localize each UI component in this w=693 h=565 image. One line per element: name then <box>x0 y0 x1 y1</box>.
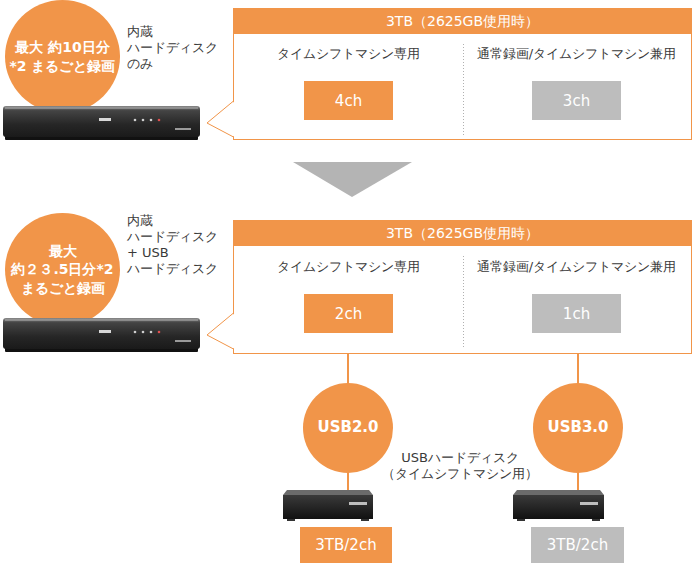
panel-header: 3TB（2625GB使用時） <box>234 221 691 246</box>
cable-connector <box>577 354 579 383</box>
hdd-front <box>513 495 604 519</box>
recorder-button <box>142 119 145 122</box>
highlight-circle: 最大 約10日分*2 まるごと録画 <box>5 0 120 113</box>
highlight-circle: 最大 約２３.5日分*2 まるごと録画 <box>5 213 120 326</box>
circle-fill <box>303 383 393 473</box>
bubble-pointer <box>207 313 234 349</box>
bubble-pointer <box>207 101 234 137</box>
recorder-button <box>134 331 137 334</box>
hdd-foot <box>517 519 525 521</box>
hdd-logo <box>580 502 598 505</box>
recorder-highlight <box>5 107 198 109</box>
circle-text: 最大 約２３.5日分*2 まるごと録画 <box>5 213 120 326</box>
circle-shape <box>5 0 120 113</box>
circle-fill <box>5 0 120 113</box>
channel-text: 4ch <box>304 81 393 120</box>
hdd-foot <box>287 519 295 521</box>
recorder-illustration <box>3 106 200 140</box>
channel-text: 1ch <box>532 294 621 333</box>
recorder-button <box>150 119 153 122</box>
channel-text: 3TB/2ch <box>531 527 624 563</box>
channel-text: 3TB/2ch <box>300 527 392 563</box>
cable-line <box>577 472 579 491</box>
recorder-base <box>5 347 198 352</box>
recorder-logo <box>175 340 191 342</box>
device-note: 内蔵 ハードディスク のみ <box>127 24 227 72</box>
channel-text: 3ch <box>532 81 621 120</box>
recorder-button <box>142 331 145 334</box>
circle-text: 最大 約10日分*2 まるごと録画 <box>5 0 120 113</box>
cable-line <box>347 472 349 491</box>
recorder-body <box>3 106 200 137</box>
channel-box: タイムシフトマシン専用2ch <box>304 294 393 333</box>
column-heading: タイムシフトマシン専用 <box>234 259 464 275</box>
channel-box: タイムシフトマシン専用4ch <box>304 81 393 120</box>
usb-hdd-illustration <box>283 490 373 521</box>
column-heading: 通常録画/タイムシフトマシン兼用 <box>462 46 692 62</box>
usb-port-circle: USB2.0 <box>303 383 393 473</box>
column-heading: 通常録画/タイムシフトマシン兼用 <box>462 259 692 275</box>
recorder-button <box>150 331 153 334</box>
channel-box: 通常録画/タイムシフトマシン兼用3ch <box>532 81 621 120</box>
recorder-body <box>3 318 200 349</box>
recorder-illustration <box>3 318 200 352</box>
recorder-lamp <box>158 331 161 334</box>
capacity-panel: 3TB（2625GB使用時）タイムシフトマシン専用4ch通常録画/タイムシフトマ… <box>233 8 692 140</box>
hdd-caption: USBハードディスク （タイムシフトマシン用） <box>380 450 540 482</box>
recorder-logo <box>175 128 191 130</box>
panel-header: 3TB（2625GB使用時） <box>234 9 691 34</box>
capacity-panel: 3TB（2625GB使用時）タイムシフトマシン専用2ch通常録画/タイムシフトマ… <box>233 220 692 354</box>
hdd-top <box>283 490 373 495</box>
usb-port-circle: USB3.0 <box>533 383 623 473</box>
recorder-display <box>99 118 111 121</box>
channel-box: 通常録画/タイムシフトマシン兼用1ch <box>532 294 621 333</box>
recorder-display <box>99 330 111 333</box>
bubble-pointer-fill <box>207 101 235 137</box>
hdd-foot <box>361 519 369 521</box>
column-heading: タイムシフトマシン専用 <box>234 46 464 62</box>
device-note: 内蔵 ハードディスク + USB ハードディスク <box>127 213 227 277</box>
circle-text: USB3.0 <box>533 383 623 473</box>
hdd-foot <box>592 519 600 521</box>
usb-hdd-illustration <box>513 490 604 521</box>
capacity-tag: 3TB/2ch <box>300 527 392 563</box>
bubble-pointer-fill <box>207 313 235 349</box>
cable-connector <box>347 354 349 383</box>
hdd-logo <box>349 502 367 505</box>
circle-fill <box>5 213 120 326</box>
recorder-lamp <box>158 119 161 122</box>
circle-fill <box>533 383 623 473</box>
recorder-highlight <box>5 319 198 321</box>
hdd-top <box>513 490 604 495</box>
capacity-tag: 3TB/2ch <box>531 527 624 563</box>
channel-text: 2ch <box>304 294 393 333</box>
recorder-button <box>134 119 137 122</box>
down-arrow-symbol <box>293 162 412 197</box>
recorder-base <box>5 135 198 140</box>
circle-text: USB2.0 <box>303 383 393 473</box>
hdd-front <box>283 495 373 519</box>
